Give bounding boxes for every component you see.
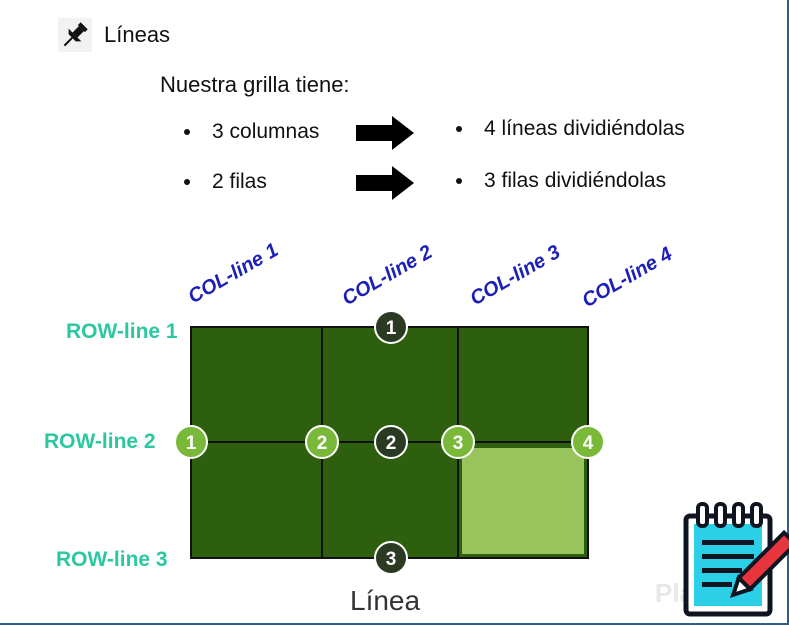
marker-label: 3 <box>453 433 464 454</box>
marker-row-4: 4 <box>571 425 605 459</box>
bullet-columns: 3 columnas <box>184 120 319 144</box>
marker-label: 1 <box>186 433 197 454</box>
grid-cell-2-1 <box>191 442 322 558</box>
arrow-right-icon <box>356 166 414 200</box>
grid-cell-1-1 <box>191 327 322 442</box>
marker-top: 1 <box>374 310 408 344</box>
notebook-pencil-icon <box>683 502 789 617</box>
bullet-text: 4 líneas dividiéndolas <box>484 117 685 140</box>
bullet-dot <box>184 179 190 185</box>
marker-label: 2 <box>317 433 328 454</box>
intro-text: Nuestra grilla tiene: <box>160 72 350 97</box>
marker-row-center: 2 <box>374 425 408 459</box>
frame-border-right <box>787 0 789 625</box>
row-line-1-label: ROW-line 1 <box>66 320 178 343</box>
bullet-text: 2 filas <box>212 170 267 193</box>
frame-border-bottom <box>0 623 789 625</box>
marker-label: 2 <box>386 433 397 454</box>
marker-label: 3 <box>386 549 397 570</box>
marker-label: 1 <box>386 318 397 339</box>
row-line-2-label: ROW-line 2 <box>44 430 156 453</box>
marker-bottom: 3 <box>374 541 408 575</box>
marker-row-3: 3 <box>441 425 475 459</box>
marker-row-2: 2 <box>305 425 339 459</box>
bullet-rows: 2 filas <box>184 170 267 194</box>
bullet-text: 3 columnas <box>212 120 320 143</box>
grid-cell-highlight <box>462 448 584 554</box>
grid-cell-1-2 <box>322 327 458 442</box>
grid-cell-2-2 <box>322 442 458 558</box>
row-line-3-label: ROW-line 3 <box>56 548 168 571</box>
bullet-dot <box>456 126 462 132</box>
arrow-right-icon <box>356 116 414 150</box>
pushpin-icon <box>58 18 92 52</box>
grid-cell-1-3 <box>458 327 588 442</box>
diagram-caption: Línea <box>350 585 421 616</box>
bullet-column-lines: 4 líneas dividiéndolas <box>456 117 685 141</box>
bullet-dot <box>456 178 462 184</box>
header: Líneas <box>58 18 170 52</box>
marker-row-1: 1 <box>174 425 208 459</box>
page-title: Líneas <box>104 22 171 47</box>
marker-label: 4 <box>583 433 594 454</box>
bullet-row-lines: 3 filas dividiéndolas <box>456 169 666 193</box>
bullet-dot <box>184 129 190 135</box>
bullet-text: 3 filas dividiéndolas <box>484 169 667 192</box>
